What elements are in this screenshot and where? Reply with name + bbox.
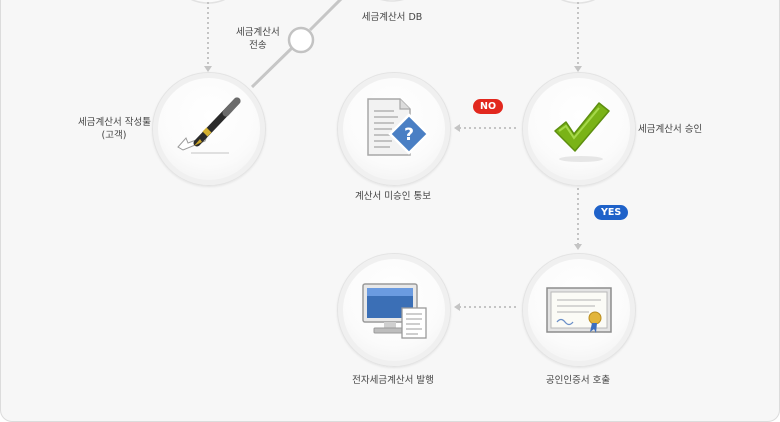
- writer-label-line1: 세금계산서 작성툴: [78, 117, 151, 128]
- transmit-junction: [287, 26, 315, 54]
- transmit-line-lower: [250, 43, 297, 89]
- document-question-icon: ?: [367, 98, 430, 156]
- transmit-label-line2: 전송: [249, 40, 267, 51]
- arrowhead-down-left: [204, 66, 212, 72]
- rejection-label: 계산서 미승인 통보: [355, 191, 431, 202]
- writer-label-line2: (고객): [101, 130, 127, 141]
- transmit-label: 세금계산서 전송: [236, 26, 280, 52]
- certificate-icon: [546, 287, 612, 333]
- transmit-label-line1: 세금계산서: [236, 27, 280, 38]
- db-label: 세금계산서 DB: [361, 12, 423, 23]
- approval-label: 세금계산서 승인: [638, 124, 703, 135]
- computer-document-icon: [362, 283, 427, 339]
- writer-node: [152, 72, 266, 186]
- arrowhead-no: [454, 124, 460, 132]
- issue-node: [337, 253, 451, 367]
- checkmark-icon: [554, 102, 610, 162]
- pen-icon: [177, 97, 241, 154]
- transmit-line-upper: [308, 0, 343, 32]
- yes-badge: YES: [594, 205, 629, 220]
- arrowhead-yes: [574, 244, 582, 250]
- approval-node: [522, 72, 636, 186]
- rejection-node: ?: [337, 72, 451, 186]
- writer-label: 세금계산서 작성툴 (고객): [78, 116, 151, 142]
- arrowhead-issue: [454, 303, 460, 311]
- top-node-db: [380, 0, 404, 2]
- cert-node: [522, 253, 636, 367]
- svg-text:?: ?: [404, 125, 414, 145]
- arrowhead-down-right: [574, 66, 582, 72]
- cert-label: 공인인증서 호출: [545, 375, 611, 386]
- no-badge: NO: [473, 99, 504, 114]
- issue-label: 전자세금계산서 발행: [352, 375, 434, 386]
